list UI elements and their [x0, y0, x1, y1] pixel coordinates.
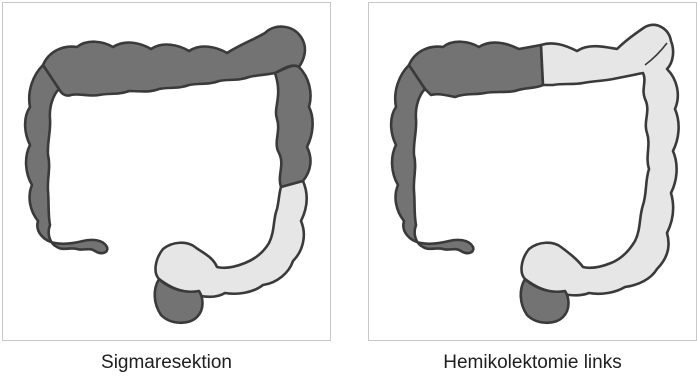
transverse-colon-retained [43, 27, 305, 96]
diagram-panel-hemikolektomie-links [368, 2, 697, 341]
descending-colon-retained [275, 66, 313, 187]
sigmoid-colon-removed [156, 181, 307, 297]
caption-sigmaresektion: Sigmaresektion [2, 351, 331, 375]
left-colon-removed [522, 25, 679, 295]
right-transverse-colon-retained [409, 42, 543, 97]
diagram-panel-sigmaresektion [2, 2, 331, 341]
colon-illustration [369, 3, 696, 340]
colon-illustration [3, 3, 330, 340]
caption-hemikolektomie-links: Hemikolektomie links [368, 351, 697, 375]
